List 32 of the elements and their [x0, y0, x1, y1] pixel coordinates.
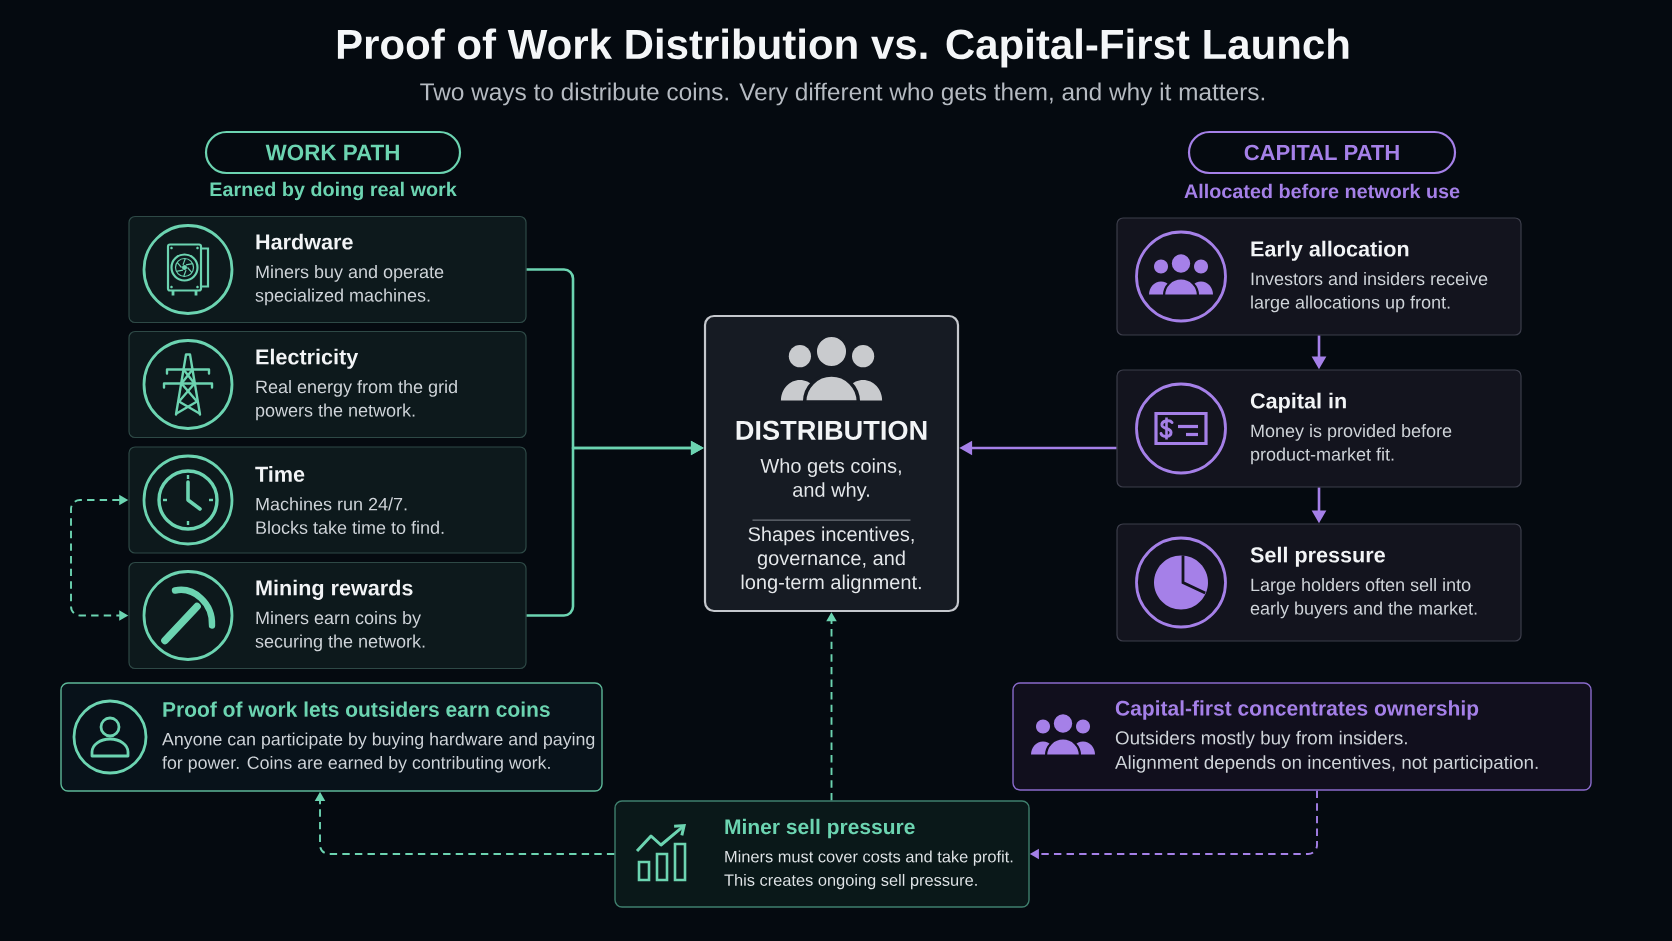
hub-text: Who gets coins, and why.	[760, 458, 901, 501]
pill-badge: WORK PATH	[204, 130, 462, 175]
card-text: Outsiders mostly buy from insiders.	[1115, 730, 1407, 749]
card-title: Early allocation	[1251, 240, 1409, 261]
card-title: Hardware	[256, 233, 353, 250]
card-text: Anyone can participate by buying hardware and paying for power. Coins are earned by contributing work.	[162, 732, 595, 773]
card-text: Machines run 24/7.	[256, 497, 407, 511]
card-title: Mining rewards	[256, 579, 413, 600]
card-title: Time	[255, 466, 305, 482]
subtitle: Two ways to distribute coins. Very different who gets them, and why it matters.	[420, 82, 1265, 106]
card-text: Miners must cover costs and take profit.	[725, 850, 1013, 866]
card-text: This creates ongoing sell pressure.	[724, 873, 977, 890]
card-text: Real energy from the grid powers the network.	[256, 380, 457, 421]
title: Proof of Work Distribution vs. Capital-First Launch	[337, 28, 1349, 68]
card-title: Capital in	[1250, 392, 1346, 413]
card-text: Miners earn coins by securing the network.	[255, 611, 425, 652]
card-title: Proof of work lets outsiders earn coins	[163, 701, 550, 717]
card-text: Large holders often sell into early buyers and the market.	[1250, 578, 1477, 619]
card-title: Capital-first concentrates ownership	[1115, 700, 1479, 720]
pill-badge: CAPITAL PATH	[1187, 130, 1457, 175]
card-title: Miner sell pressure	[725, 818, 915, 839]
card-title: Sell pressure	[1250, 546, 1385, 567]
card-text: Investors and insiders receive large allocations up front.	[1251, 272, 1488, 313]
card-text: Money is provided before product-market fit.	[1251, 424, 1452, 465]
hub-title: DISTRIBUTION	[736, 420, 927, 440]
card-title: Electricity	[256, 348, 359, 369]
card-text: Blocks take time to find.	[256, 520, 444, 534]
card-text: Alignment depends on incentives, not participation.	[1115, 755, 1538, 773]
card-text: Miners buy and operate specialized machines.	[255, 265, 444, 306]
tagline: Earned by doing real work	[210, 181, 457, 201]
tagline: Allocated before network use	[1184, 183, 1460, 199]
hub-text: Shapes incentives, governance, and long-term alignment.	[741, 526, 921, 594]
